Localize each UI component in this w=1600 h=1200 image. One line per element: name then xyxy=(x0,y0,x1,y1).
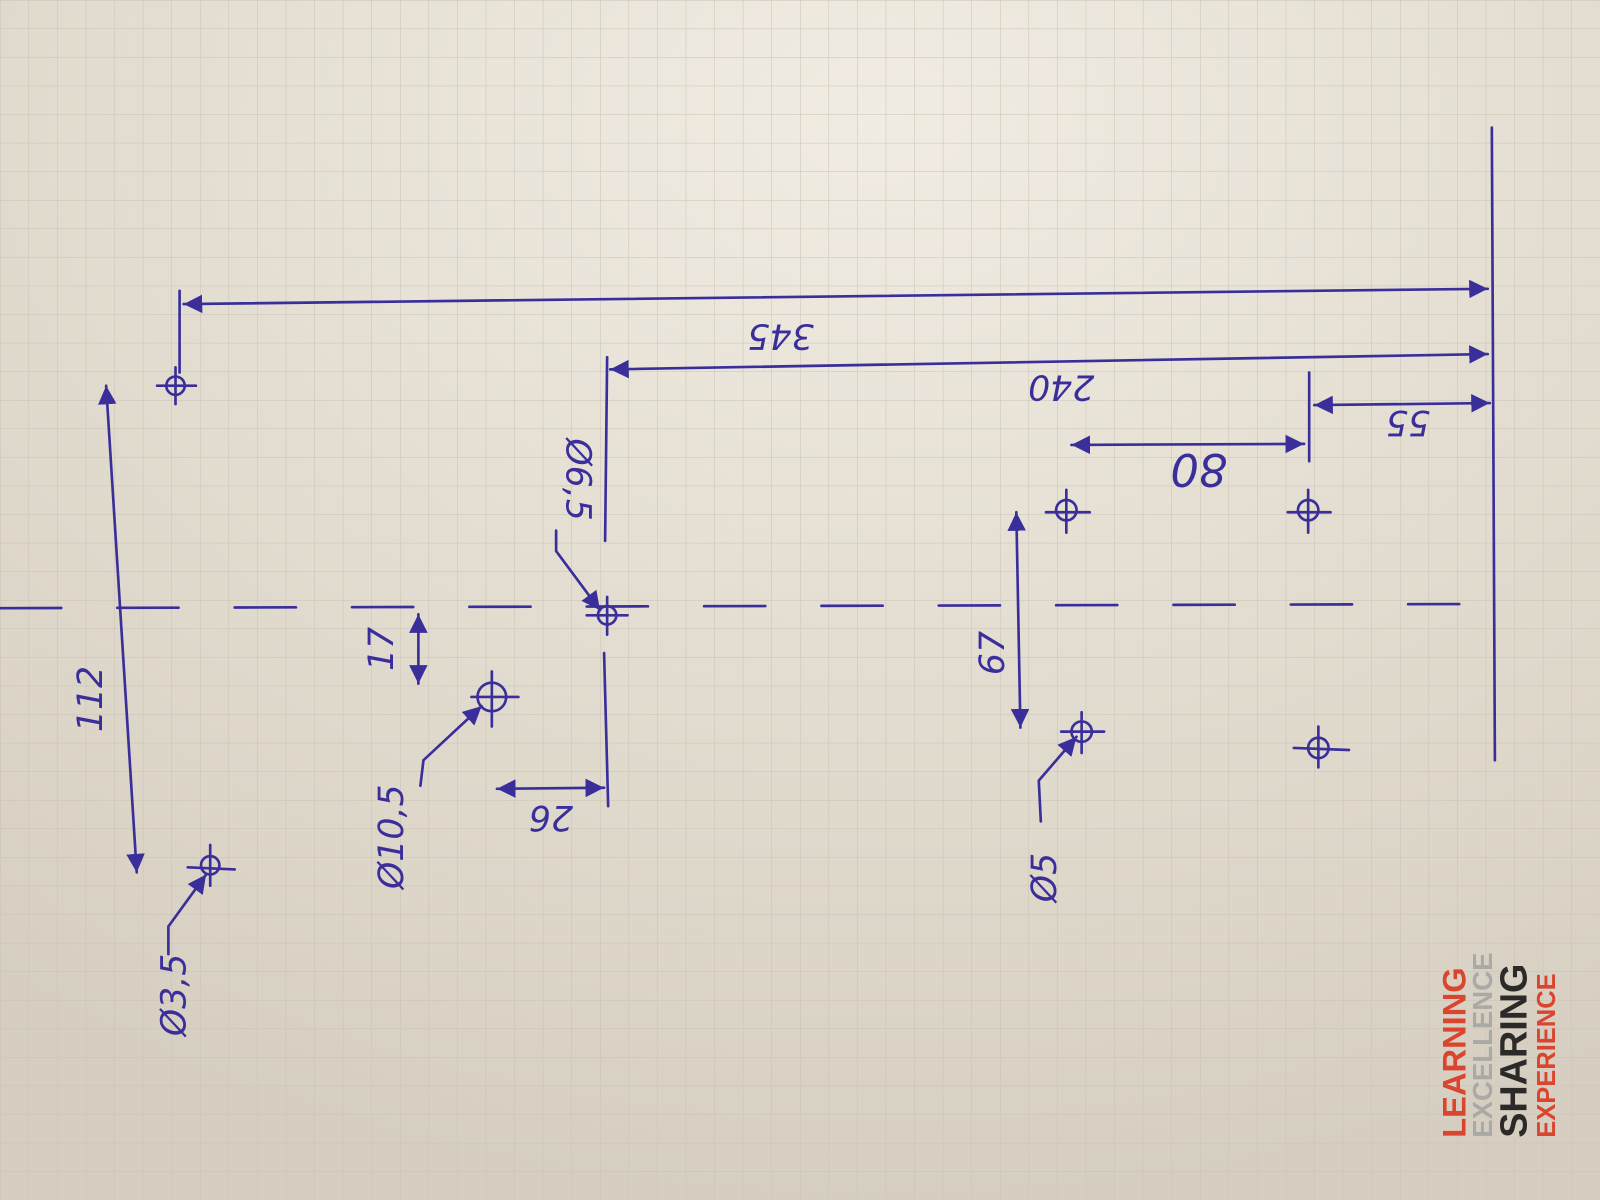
centerline xyxy=(0,602,1461,610)
dimension-line-240 xyxy=(608,345,1490,379)
dimension-line-26 xyxy=(495,778,606,798)
dimension-line-55 xyxy=(1312,393,1492,415)
logo-line-experience: EXPERIENCE xyxy=(1533,973,1561,1137)
hole-marker xyxy=(155,366,198,406)
hole-label-6-5: Ø6,5 xyxy=(557,436,597,520)
dimension-label-67: 67 xyxy=(973,631,1013,675)
dimension-label-80: 80 xyxy=(1170,443,1227,496)
hole-marker xyxy=(1044,488,1092,534)
printed-logo: LEARNING EXCELLENCE SHARING EXPERIENCE xyxy=(1435,953,1561,1138)
dimension-label-112: 112 xyxy=(71,666,111,732)
dimension-label-55: 55 xyxy=(1386,402,1430,442)
hole-marker xyxy=(470,670,520,728)
logo-line-excellence: EXCELLENCE xyxy=(1467,953,1498,1138)
logo-line-sharing: SHARING xyxy=(1493,964,1535,1138)
hole-marker xyxy=(1059,710,1106,755)
hole-label-5: Ø5 xyxy=(1025,853,1065,904)
hole-label-10-5: Ø10,5 xyxy=(372,784,412,891)
dimension-line-112 xyxy=(98,384,145,874)
dimension-label-26: 26 xyxy=(529,797,573,837)
leader-line xyxy=(1037,735,1078,823)
hole-label-3-5: Ø3,5 xyxy=(155,954,195,1038)
logo-line-learning: LEARNING xyxy=(1435,967,1472,1137)
dimension-line-345 xyxy=(182,279,1490,314)
dimension-label-345: 345 xyxy=(748,315,814,355)
hole-marker xyxy=(1286,488,1332,534)
leader-line xyxy=(419,704,483,788)
dimension-line-80 xyxy=(1070,434,1306,455)
hole-marker xyxy=(1292,725,1351,769)
baseline-edge xyxy=(1490,126,1497,762)
dimension-label-17: 17 xyxy=(362,627,402,671)
leader-line xyxy=(167,873,208,956)
hole-marker xyxy=(186,843,237,888)
extension-line xyxy=(602,651,610,808)
dimension-label-240: 240 xyxy=(1028,367,1094,407)
extension-line xyxy=(603,355,609,543)
hole-marker xyxy=(585,595,629,637)
leader-line xyxy=(554,529,602,612)
dimension-line-67 xyxy=(1007,510,1030,729)
